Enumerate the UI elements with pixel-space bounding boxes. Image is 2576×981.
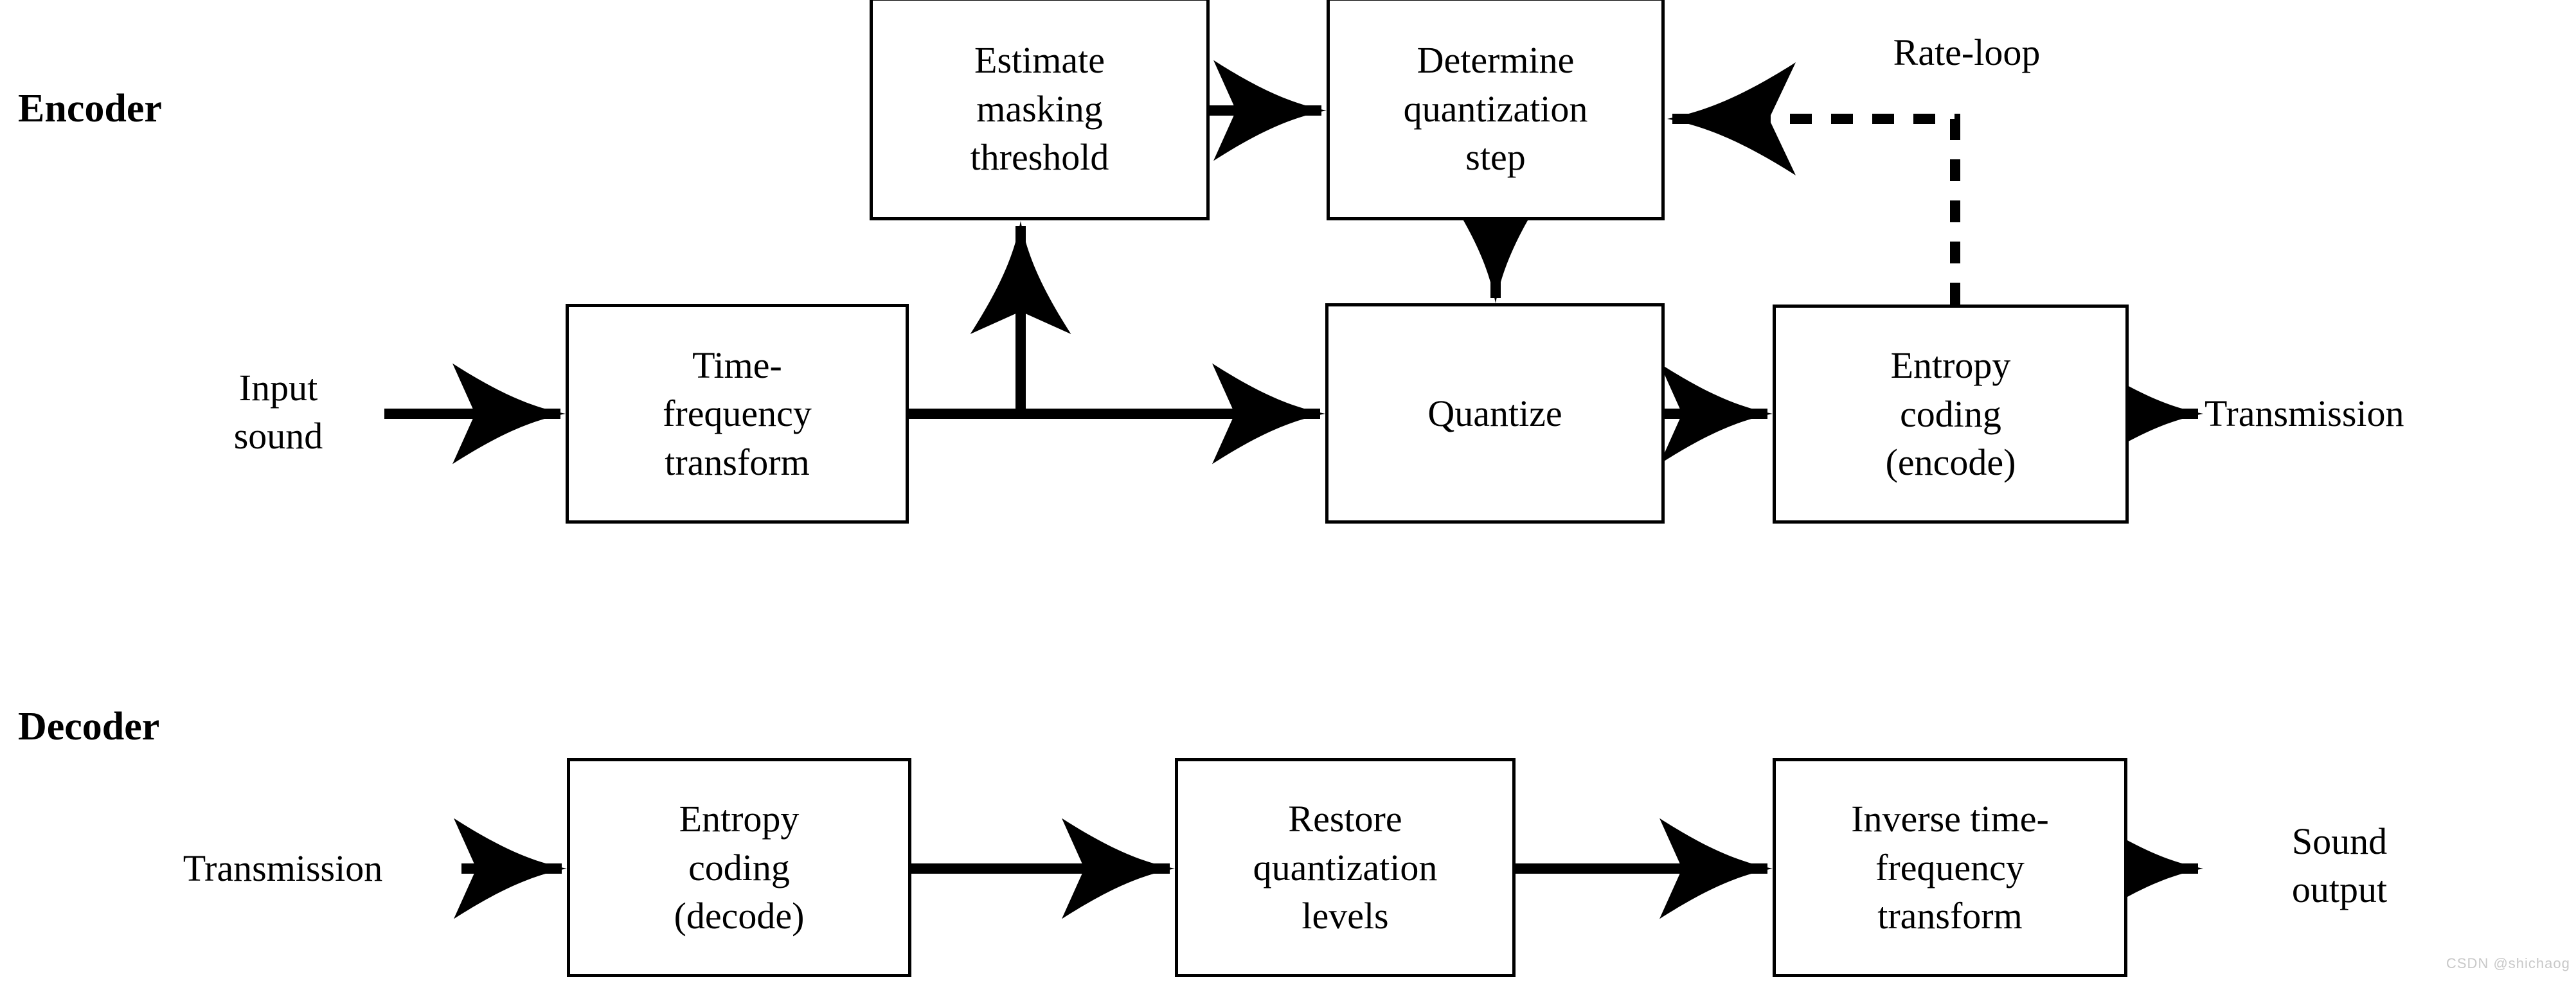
transmission-input-label: Transmission: [183, 847, 383, 889]
rate-loop-dashed-path: [1667, 62, 1960, 305]
decoder-section-label: Decoder: [18, 705, 160, 748]
encoder-section-label: Encoder: [18, 87, 162, 130]
transmission-output-label: Transmission: [2205, 393, 2404, 434]
csdn-watermark: CSDN @shichaog: [2446, 955, 2570, 971]
node-label: Quantize: [1427, 392, 1562, 434]
rate-loop-label: Rate-loop: [1893, 31, 2041, 73]
node-quantize[interactable]: Quantize: [1325, 303, 1665, 524]
